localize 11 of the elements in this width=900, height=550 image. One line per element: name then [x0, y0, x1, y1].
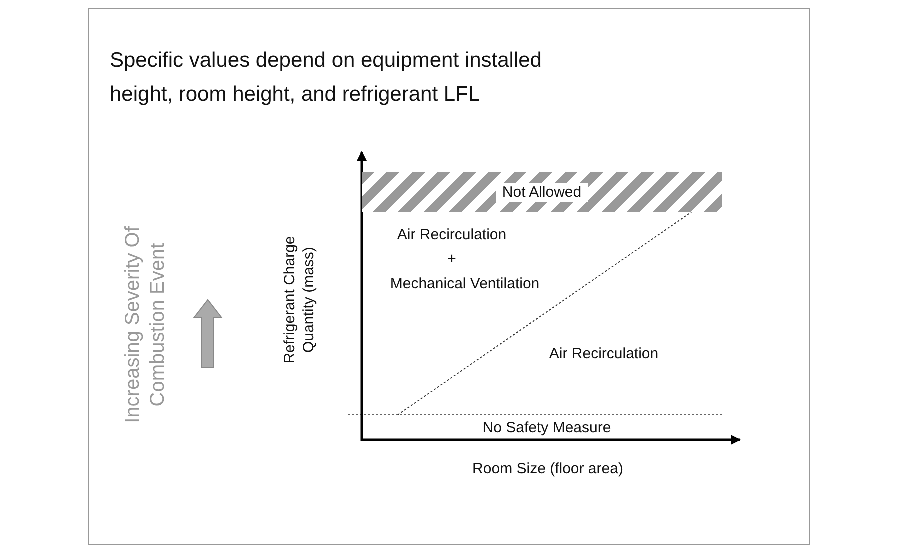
region-label: Not Allowed [496, 182, 588, 202]
axis-label: Refrigerant Charge Quantity (mass) [281, 235, 318, 366]
region-label: Air Recirculation [397, 226, 507, 244]
region-label: Mechanical Ventilation [390, 276, 540, 292]
severity-label: Increasing Severity Of Combustion Event [121, 226, 170, 426]
plus-sign: + [448, 250, 456, 268]
region-label: No Safety Measure [482, 420, 612, 436]
hatched-band [362, 172, 722, 212]
region-label: Air Recirculation [549, 346, 659, 362]
axis-label: Room Size (floor area) [472, 460, 624, 478]
title-text: Specific values depend on equipment installed height, room height, and refrigerant LFL [110, 48, 543, 108]
